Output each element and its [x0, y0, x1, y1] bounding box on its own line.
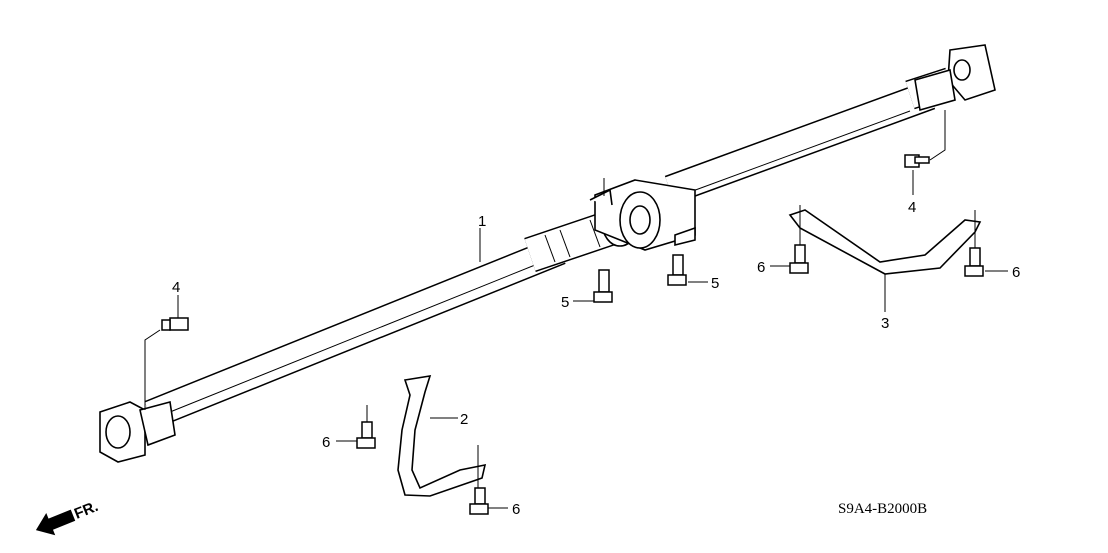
rear-stay [788, 209, 982, 275]
callout-5: 5 [711, 275, 719, 292]
callout-1: 1 [478, 213, 486, 230]
callout-6: 6 [512, 501, 520, 518]
front-stay [397, 375, 487, 497]
callout-3: 3 [881, 315, 889, 332]
bolt-icon [904, 154, 930, 168]
bolt-icon [161, 317, 189, 331]
callout-5: 5 [561, 294, 569, 311]
bolt-icon [667, 254, 687, 286]
front-direction-indicator: FR. [35, 498, 101, 536]
bolt-icon [964, 247, 984, 277]
bolt-icon [469, 487, 489, 515]
callout-6: 6 [1012, 264, 1020, 281]
callout-6: 6 [322, 434, 330, 451]
arrow-left-icon [35, 509, 76, 536]
callout-4: 4 [172, 279, 180, 296]
bolt-icon [356, 421, 376, 449]
callout-6: 6 [757, 259, 765, 276]
diagram-code: S9A4-B2000B [838, 501, 927, 517]
bolt-icon [593, 269, 613, 303]
bolts [161, 154, 984, 515]
callout-2: 2 [460, 411, 468, 428]
callout-4: 4 [908, 199, 916, 216]
bolt-icon [789, 244, 809, 274]
propeller-shaft [99, 44, 996, 463]
direction-label: FR. [72, 498, 101, 523]
leader-lines [144, 110, 1008, 509]
